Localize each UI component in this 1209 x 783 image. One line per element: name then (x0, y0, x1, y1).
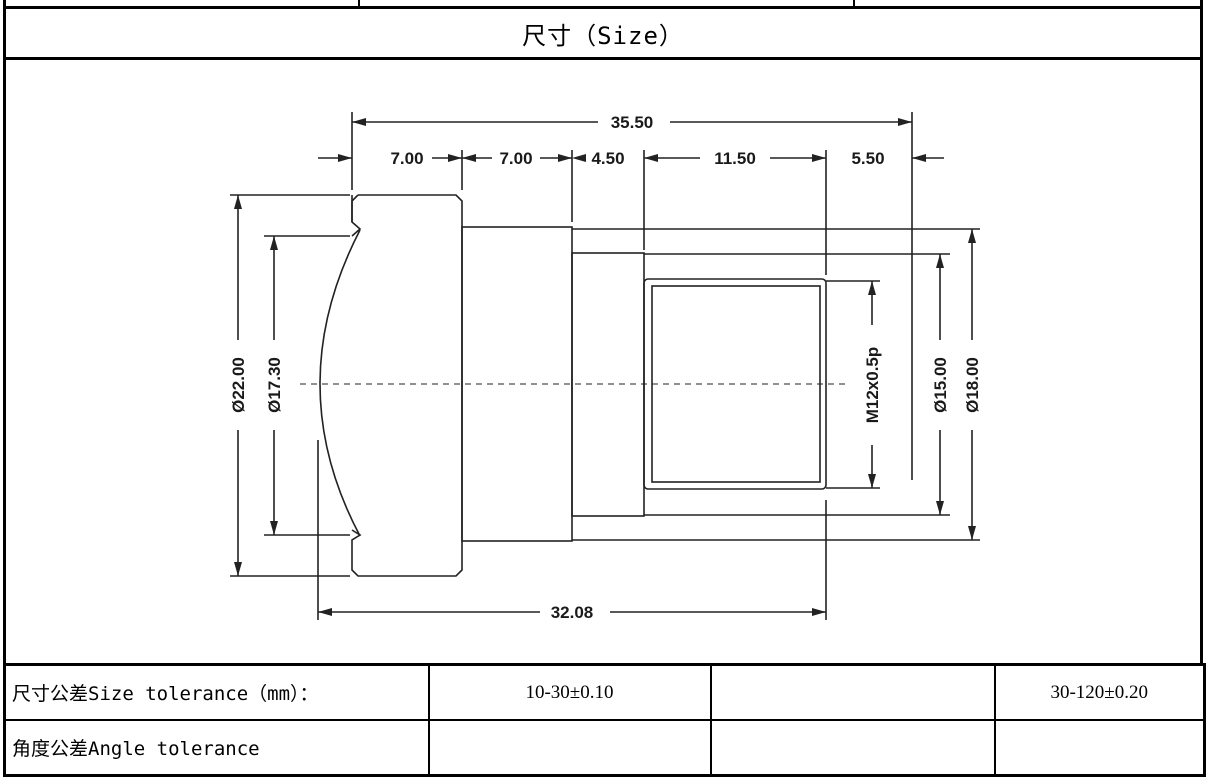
dim-bottom-length: 32.08 (551, 603, 594, 622)
section-title-cn: 尺寸 (522, 21, 573, 50)
dim-dia-inner: Ø17.30 (265, 357, 284, 413)
dim-dia-15: Ø15.00 (931, 357, 950, 413)
dim-seg4: 11.50 (714, 149, 756, 168)
size-section-header: 尺寸（Size） (3, 6, 1203, 60)
size-tolerance-range1: 10-30±0.10 (427, 663, 712, 721)
dim-seg3: 4.50 (591, 149, 624, 168)
lens-dimension-drawing: 35.50 7.00 7.00 4.50 11.50 5.50 32.08 Ø2… (229, 112, 982, 622)
lens-front-barrel (351, 194, 463, 577)
dim-thread: M12x0.5p (863, 347, 882, 424)
size-tolerance-range2 (709, 663, 996, 721)
size-tolerance-range3: 30-120±0.20 (993, 663, 1206, 721)
dim-seg2: 7.00 (499, 149, 532, 168)
dim-seg5: 5.50 (851, 149, 884, 168)
dim-seg1: 7.00 (390, 149, 423, 168)
angle-tolerance-v1 (427, 719, 712, 777)
previous-row-fragment (3, 0, 1203, 9)
section-title-en: （Size） (572, 21, 684, 50)
cell-divider (853, 0, 855, 9)
dim-overall-length: 35.50 (611, 113, 654, 132)
size-tolerance-row: 尺寸公差Size tolerance（mm）： 10-30±0.10 30-12… (3, 663, 1206, 721)
size-tolerance-label: 尺寸公差Size tolerance（mm）： (3, 663, 430, 721)
drawing-area: 35.50 7.00 7.00 4.50 11.50 5.50 32.08 Ø2… (3, 57, 1203, 666)
dim-dia-18: Ø18.00 (963, 357, 982, 413)
dim-dia-outer: Ø22.00 (229, 357, 248, 413)
front-lens-glass (319, 229, 361, 537)
angle-tolerance-row: 角度公差Angle tolerance (3, 719, 1206, 777)
cell-divider (358, 0, 360, 9)
tolerance-table: 尺寸公差Size tolerance（mm）： 10-30±0.10 30-12… (3, 663, 1206, 777)
angle-tolerance-label: 角度公差Angle tolerance (3, 719, 430, 777)
angle-tolerance-v2 (709, 719, 996, 777)
angle-tolerance-v3 (993, 719, 1206, 777)
